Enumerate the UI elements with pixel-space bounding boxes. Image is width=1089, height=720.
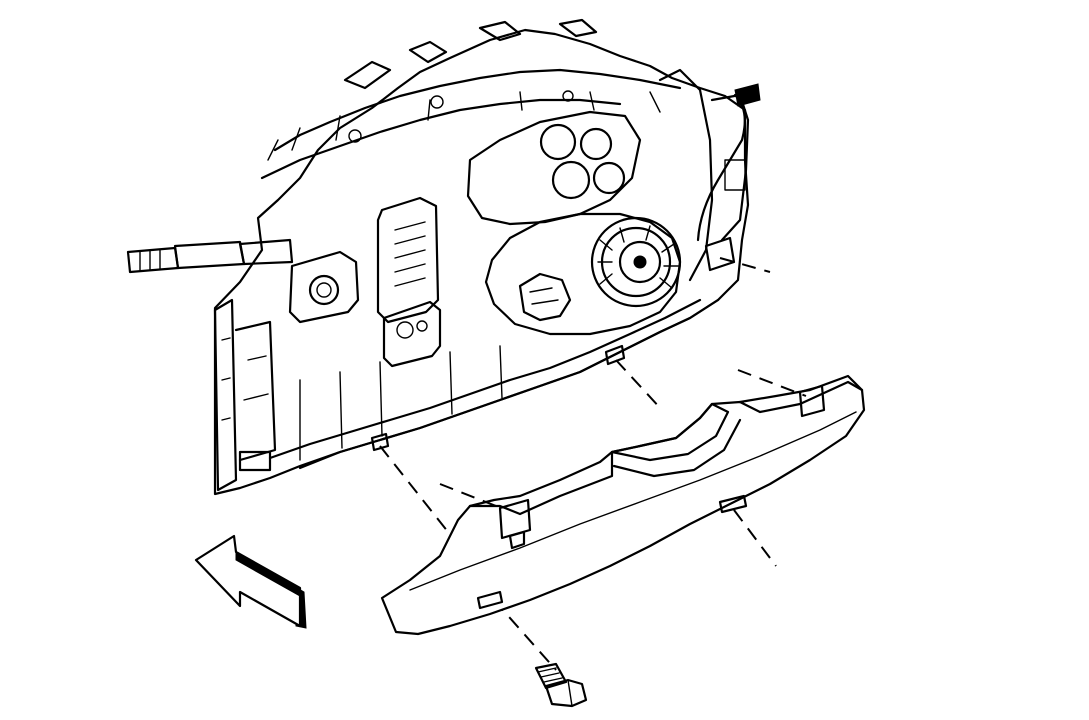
panel-body-outline	[213, 28, 750, 496]
cluster-housing	[466, 110, 642, 226]
alignment-line	[493, 599, 557, 671]
arrow-hatch	[235, 551, 301, 597]
top-bolt-hole	[562, 90, 574, 102]
top-bolt-hole	[430, 95, 444, 109]
trim-panel-top-edge	[468, 450, 614, 508]
top-bolt-hole	[348, 129, 362, 143]
left-vent-louvers	[394, 221, 426, 287]
gauge-top-left	[539, 123, 577, 161]
dash-upper-detail	[267, 91, 661, 161]
shaft-collar	[238, 238, 294, 266]
bolt-threads	[537, 667, 563, 683]
gauge-bottom-right	[592, 161, 626, 195]
shaft-splines	[139, 249, 161, 271]
gauge-bottom-left	[551, 160, 591, 200]
bolt-shank	[534, 662, 568, 690]
headlamp-switch-knob	[308, 274, 340, 306]
steering-column-opening	[484, 212, 682, 336]
right-connector	[724, 159, 746, 191]
right-lower-tab	[704, 236, 736, 272]
blower-wheel-ribs	[597, 225, 679, 289]
column-support-bracket	[518, 272, 572, 322]
dash-upper-brackets	[343, 18, 598, 90]
right-retainer-clip	[798, 384, 826, 418]
left-retainer-clip	[498, 498, 532, 540]
headlamp-switch-bezel	[288, 250, 360, 324]
lower-tab	[604, 344, 626, 366]
alignment-line	[733, 509, 777, 567]
headlamp-switch-center	[316, 282, 332, 298]
column-bracket-detail	[529, 287, 559, 305]
right-fastener-slot	[718, 494, 748, 514]
steering-column-shaft	[126, 238, 294, 274]
carrier-lower-lip	[268, 298, 702, 460]
lower-tab	[370, 432, 390, 452]
control-knob	[416, 320, 428, 332]
right-cable	[696, 93, 746, 242]
gauge-top-right	[579, 127, 613, 161]
alignment-line	[719, 257, 771, 273]
instrument-panel-carrier	[126, 18, 761, 496]
cutout-inner-lip	[612, 418, 742, 478]
blower-wheel-hub	[618, 240, 662, 284]
alignment-line	[615, 359, 663, 411]
left-end-detail	[221, 337, 269, 421]
lower-ribs	[299, 345, 503, 461]
arrow-body	[194, 534, 302, 628]
left-control-pod	[382, 300, 442, 368]
lower-fastener-slot	[476, 590, 504, 610]
blower-wheel-center-nut	[633, 255, 647, 269]
alignment-line	[379, 445, 495, 591]
alignment-lines	[379, 257, 807, 671]
left-retainer-clip-foot	[508, 530, 526, 550]
knee-bolster-trim-panel	[380, 374, 866, 636]
steering-column-cutout	[610, 402, 730, 462]
dash-top-ridge-2	[260, 98, 622, 180]
left-vent-housing	[376, 196, 440, 324]
shaft-body	[173, 240, 246, 270]
left-mount-block	[238, 450, 272, 472]
trim-panel-face-line	[409, 411, 857, 591]
bolt-head-facet	[567, 679, 573, 707]
retaining-bolt	[534, 662, 588, 708]
shaft-end	[126, 246, 180, 274]
blower-wheel-outer	[590, 216, 682, 308]
left-end-frame	[213, 298, 238, 492]
bolt-head	[544, 678, 588, 708]
control-knob	[396, 321, 414, 339]
dash-top-ridge	[273, 68, 682, 152]
right-pipe-cap	[734, 83, 761, 107]
alignment-line	[737, 369, 807, 397]
front-direction-arrow	[194, 534, 307, 629]
left-end-inner	[234, 320, 277, 462]
